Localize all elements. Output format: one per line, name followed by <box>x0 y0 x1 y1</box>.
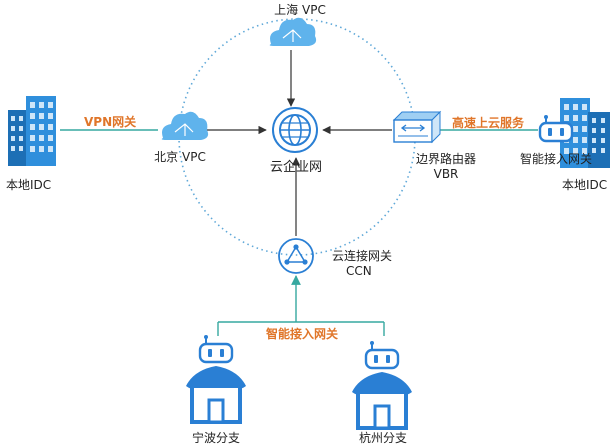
branch-hangzhou-label: 杭州分支 <box>358 431 408 445</box>
ccn-code-label: CCN <box>346 264 372 278</box>
border-router-icon <box>392 110 442 144</box>
shanghai-vpc-cloud-icon <box>269 17 317 46</box>
smart-access-gateway-right-label: 智能接入网关 <box>519 152 593 166</box>
local-idc-left-label: 本地IDC <box>6 178 52 192</box>
ccn-gateway-icon <box>278 238 314 274</box>
branch-ningbo-label: 宁波分支 <box>191 431 241 445</box>
ccn-name-label: 云连接网关 <box>332 249 393 263</box>
border-router-code-label: VBR <box>433 167 459 181</box>
ningbo-branch-store-icon <box>186 335 246 424</box>
smart-access-gateway-link-label: 智能接入网关 <box>266 327 339 341</box>
hangzhou-branch-store-icon <box>352 341 412 430</box>
local-idc-left-building-icon <box>8 96 56 166</box>
cloud-enterprise-network-globe-icon <box>272 107 318 153</box>
smart-access-gateway-device-icon <box>538 115 574 143</box>
beijing-vpc-label: 北京 VPC <box>154 150 206 164</box>
vpn-gateway-link-label: VPN网关 <box>84 115 137 129</box>
beijing-vpc-cloud-icon <box>161 111 209 140</box>
local-idc-right-label: 本地IDC <box>562 178 608 192</box>
cloud-enterprise-network-label: 云企业网 <box>269 160 323 175</box>
express-connect-link-label: 高速上云服务 <box>452 116 525 130</box>
border-router-name-label: 边界路由器 <box>415 152 477 166</box>
shanghai-vpc-label: 上海 VPC <box>274 3 326 17</box>
